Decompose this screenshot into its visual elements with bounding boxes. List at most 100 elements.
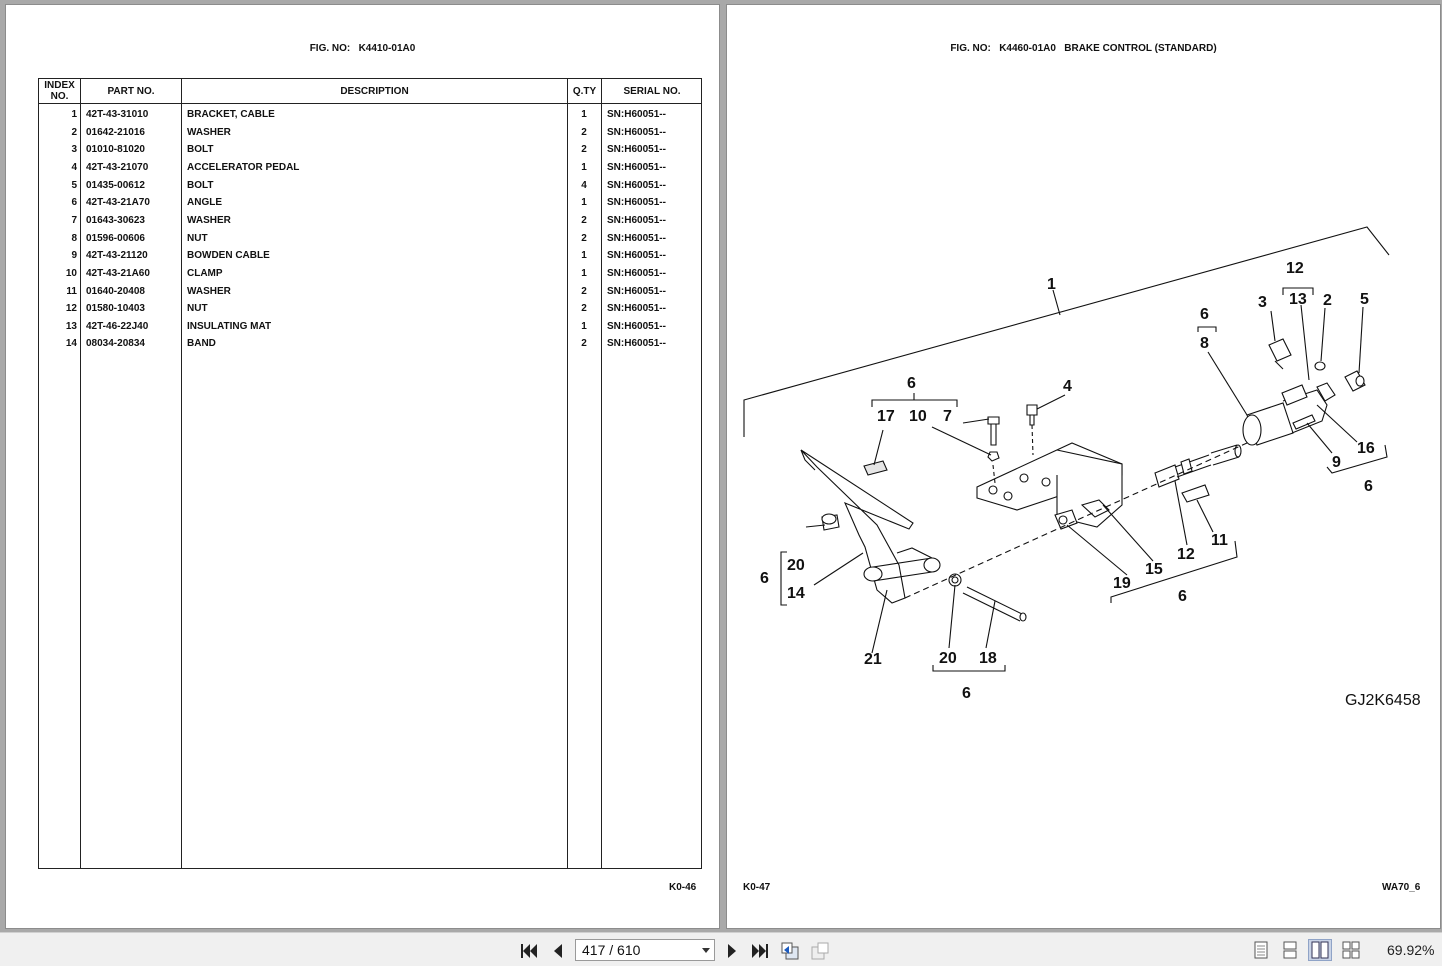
cell-qty: 4 — [581, 179, 587, 191]
cell-index: 8 — [71, 232, 77, 244]
drawing-id: GJ2K6458 — [1345, 692, 1421, 709]
next-page-icon[interactable] — [722, 941, 742, 961]
cell-description: INSULATING MAT — [187, 320, 272, 332]
callout-1: 1 — [1047, 276, 1056, 293]
callout-9: 9 — [1332, 454, 1341, 471]
two-page-continuous-view-icon[interactable] — [1339, 939, 1363, 961]
go-forward-view-icon[interactable] — [810, 941, 830, 961]
cell-serial-no: SN:H60051-- — [607, 126, 666, 138]
cell-description: NUT — [187, 232, 208, 244]
cell-index: 4 — [71, 161, 77, 173]
go-back-view-icon[interactable] — [780, 941, 800, 961]
cell-qty: 2 — [581, 285, 587, 297]
cell-index: 6 — [71, 197, 77, 209]
cell-part-no: 42T-43-21A60 — [86, 267, 150, 279]
cell-part-no: 42T-43-21A70 — [86, 197, 150, 209]
cell-description: CLAMP — [187, 267, 223, 279]
callout-21: 21 — [864, 651, 882, 668]
callout-6-right: 6 — [1364, 478, 1373, 495]
fig-title-left: FIG. NO: K4410-01A0 — [309, 43, 416, 54]
cell-qty: 2 — [581, 232, 587, 244]
callout-11: 11 — [1211, 532, 1228, 549]
callout-6-top: 6 — [1200, 306, 1209, 323]
cell-description: ANGLE — [187, 197, 222, 209]
callout-7: 7 — [943, 408, 952, 425]
zoom-level[interactable]: 69.92% — [1387, 942, 1435, 958]
cell-index: 3 — [71, 144, 77, 156]
continuous-view-icon[interactable] — [1278, 939, 1302, 961]
cell-description: BOLT — [187, 144, 214, 156]
callout-3: 3 — [1258, 294, 1267, 311]
cell-index: 1 — [71, 109, 77, 120]
callout-8: 8 — [1200, 335, 1209, 352]
first-page-icon[interactable] — [519, 941, 539, 961]
cell-qty: 1 — [581, 161, 587, 173]
callout-15: 15 — [1145, 561, 1163, 578]
cell-index: 13 — [65, 320, 77, 332]
callout-13: 13 — [1289, 291, 1307, 308]
cell-serial-no: SN:H60051-- — [607, 285, 666, 297]
cell-qty: 1 — [581, 320, 587, 332]
callout-6-left: 6 — [907, 375, 916, 392]
cell-index: 12 — [65, 303, 77, 315]
cell-qty: 2 — [581, 303, 587, 315]
cell-description: WASHER — [187, 285, 231, 297]
cell-serial-no: SN:H60051-- — [607, 179, 666, 191]
cell-part-no: 01642-21016 — [86, 126, 145, 138]
callout-19: 19 — [1113, 575, 1131, 592]
brake-control-diagram: 1 12 3 13 2 5 6 8 4 6 17 10 7 16 9 6 11 … — [743, 226, 1421, 709]
right-page: FIG. NO: K4460-01A0 BRAKE CONTROL (STAND… — [727, 5, 1440, 928]
cell-description: WASHER — [187, 126, 231, 138]
cell-qty: 2 — [581, 214, 587, 226]
callout-6-bottom: 6 — [962, 685, 971, 702]
cell-description: BOLT — [187, 179, 214, 191]
cell-index: 2 — [71, 126, 77, 138]
parts-table: INDEX NO. PART NO. DESCRIPTION Q.TY SERI… — [38, 78, 702, 869]
two-page-view-icon[interactable] — [1308, 939, 1332, 961]
callout-4: 4 — [1063, 378, 1072, 395]
callout-5: 5 — [1360, 291, 1369, 308]
cell-serial-no: SN:H60051-- — [607, 303, 666, 315]
single-page-view-icon[interactable] — [1249, 939, 1273, 961]
cell-part-no: 01435-00612 — [86, 179, 145, 191]
cell-qty: 1 — [581, 197, 587, 209]
cell-part-no: 42T-43-21120 — [86, 250, 148, 262]
callout-6-pedal: 6 — [760, 570, 769, 587]
cell-index: 9 — [71, 250, 77, 262]
callout-12-mid: 12 — [1177, 546, 1195, 563]
cell-index: 14 — [65, 338, 77, 350]
callout-18: 18 — [979, 650, 997, 667]
cell-qty: 2 — [581, 144, 587, 156]
cell-part-no: 42T-43-21070 — [86, 161, 149, 173]
cell-index: 10 — [65, 267, 77, 279]
cell-serial-no: SN:H60051-- — [607, 250, 666, 262]
chevron-down-icon[interactable] — [702, 948, 710, 953]
cell-qty: 1 — [581, 267, 587, 279]
cell-description: BRACKET, CABLE — [187, 109, 275, 120]
cell-index: 11 — [66, 285, 77, 297]
model-code: WA70_6 — [1382, 882, 1421, 893]
previous-page-icon[interactable] — [548, 941, 568, 961]
cell-part-no: 42T-46-22J40 — [86, 320, 149, 332]
cell-part-no: 01643-30623 — [86, 214, 145, 226]
header-serial-no: SERIAL NO. — [623, 85, 681, 97]
cell-serial-no: SN:H60051-- — [607, 144, 666, 156]
callout-12-top: 12 — [1286, 260, 1304, 277]
page-number-field[interactable]: 417 / 610 — [575, 939, 715, 961]
cell-serial-no: SN:H60051-- — [607, 214, 666, 226]
last-page-icon[interactable] — [750, 941, 770, 961]
cell-description: WASHER — [187, 214, 231, 226]
cell-qty: 2 — [581, 338, 587, 350]
cell-serial-no: SN:H60051-- — [607, 161, 666, 173]
